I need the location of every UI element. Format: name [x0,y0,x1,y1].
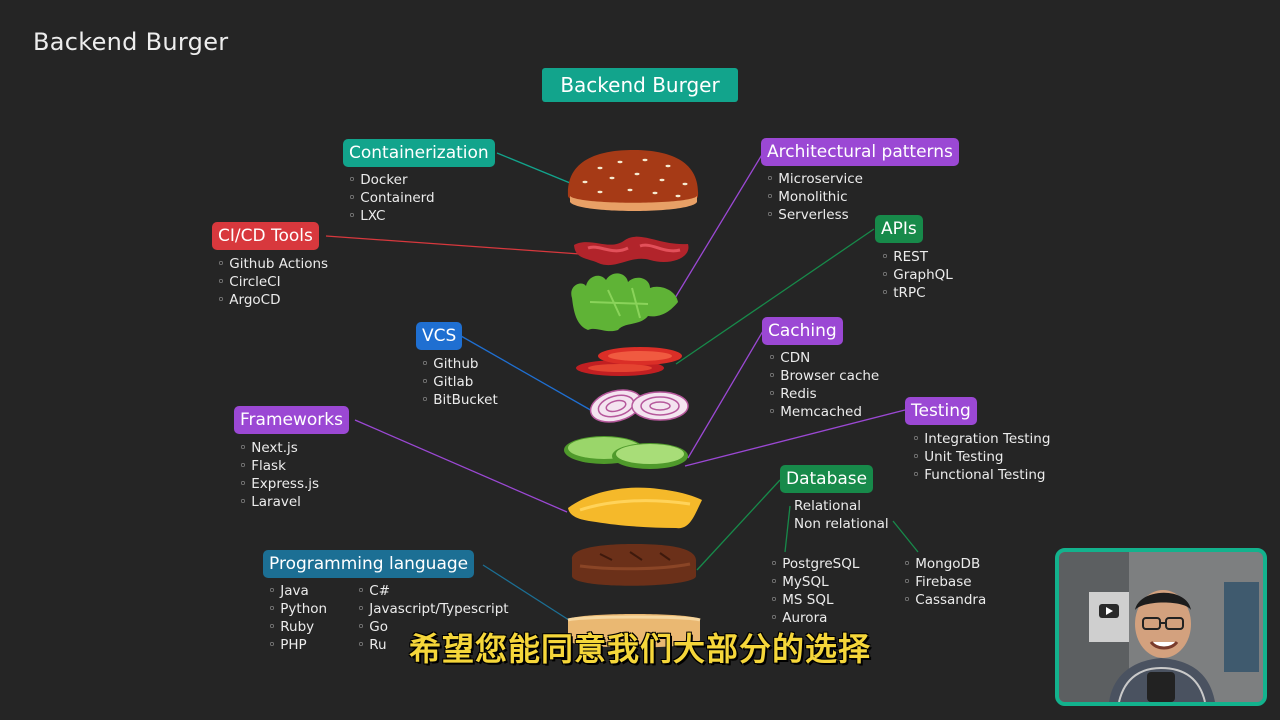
vcs-tag: VCS [416,322,463,350]
list-item: Memcached [768,403,879,421]
list-item: Non relational [794,516,889,532]
patty-layer [571,544,697,586]
presenter-image [1059,552,1263,702]
database-tag: Database [780,465,874,493]
list-item: Ruby [268,618,327,636]
architectural-patterns-tag: Architectural patterns [761,138,959,166]
list-item: Unit Testing [912,448,1050,466]
video-subtitle: 希望您能同意我们大部分的选择 [408,630,871,668]
apis-list: REST GraphQL tRPC [881,248,953,302]
list-item: Firebase [903,573,986,591]
bacon-layer [574,236,689,266]
diagram-title: Backend Burger [542,68,738,102]
testing-list: Integration Testing Unit Testing Functio… [912,430,1050,484]
list-item: Python [268,600,327,618]
programming-language-tag: Programming language [263,550,475,578]
list-item: Express.js [239,475,319,493]
list-item: LXC [348,207,435,225]
list-item: Github [421,355,498,373]
list-item: Functional Testing [912,466,1050,484]
line-database [696,479,781,571]
caching-tag: Caching [762,317,843,345]
list-item: REST [881,248,953,266]
line-containerization [496,152,576,186]
list-item: Docker [348,171,435,189]
list-item: PHP [268,636,327,654]
relational-db-list: PostgreSQL MySQL MS SQL Aurora [770,555,859,627]
list-item: Java [268,582,327,600]
cicd-list: Github Actions CircleCI ArgoCD [217,255,328,309]
frameworks-tag: Frameworks [234,406,349,434]
list-item: Containerd [348,189,434,207]
frameworks-list: Next.js Flask Express.js Laravel [239,439,319,511]
database-types-list: Relational Non relational [794,497,889,533]
line-cicd [325,235,581,255]
list-item: CircleCI [217,273,328,291]
line-db-nonrelational [892,520,919,553]
list-item: Flask [239,457,319,475]
list-item: Serverless [766,206,863,224]
list-item: tRPC [881,284,953,302]
apis-tag: APIs [875,215,923,243]
nonrelational-db-list: MongoDB Firebase Cassandra [903,555,986,609]
connector-lines [325,152,919,623]
programming-list-col1: Java Python Ruby PHP [268,582,327,654]
list-item: CDN [768,349,879,367]
list-item: Redis [768,385,879,403]
cheese-layer [568,487,702,529]
caching-list: CDN Browser cache Redis Memcached [768,349,879,421]
line-db-relational [784,505,791,553]
list-item: Integration Testing [912,430,1050,448]
list-item: MS SQL [770,591,859,609]
line-caching [687,330,764,459]
list-item: Gitlab [421,373,498,391]
onion-layer [589,389,689,423]
line-apis [675,228,875,365]
list-item: Go [357,618,509,636]
cucumber-layer [564,436,688,469]
testing-tag: Testing [905,397,977,425]
list-item: Javascript/Typescript [357,600,508,618]
list-item: MongoDB [903,555,986,573]
list-item: Monolithic [766,188,863,206]
webcam-overlay [1055,548,1267,706]
bun-top-layer [567,150,699,211]
page-title: Backend Burger [33,28,229,56]
list-item: PostgreSQL [770,555,859,573]
list-item: MySQL [770,573,859,591]
list-item: Relational [794,498,861,514]
list-item: Github Actions [217,255,328,273]
containerization-list: Docker Containerd LXC [348,171,435,225]
list-item: GraphQL [881,266,953,284]
line-programming [482,564,573,623]
list-item: C# [357,582,509,600]
line-vcs [460,335,595,413]
list-item: Ru [357,636,509,654]
cicd-tag: CI/CD Tools [212,222,319,250]
list-item: Laravel [239,493,319,511]
containerization-tag: Containerization [343,139,495,167]
list-item: ArgoCD [217,291,328,309]
list-item: Browser cache [768,367,879,385]
programming-list-col2: C# Javascript/Typescript Go Ru [357,582,509,654]
tomato-layer [576,347,682,376]
line-architectural [671,152,764,304]
bun-bottom-layer [567,614,701,648]
line-frameworks [354,419,568,513]
list-item: Next.js [239,439,319,457]
vcs-list: Github Gitlab BitBucket [421,355,498,409]
list-item: Cassandra [903,591,986,609]
lettuce-layer [571,273,678,332]
list-item: BitBucket [421,391,497,409]
architectural-list: Microservice Monolithic Serverless [766,170,863,224]
list-item: Aurora [770,609,859,627]
list-item: Microservice [766,170,863,188]
